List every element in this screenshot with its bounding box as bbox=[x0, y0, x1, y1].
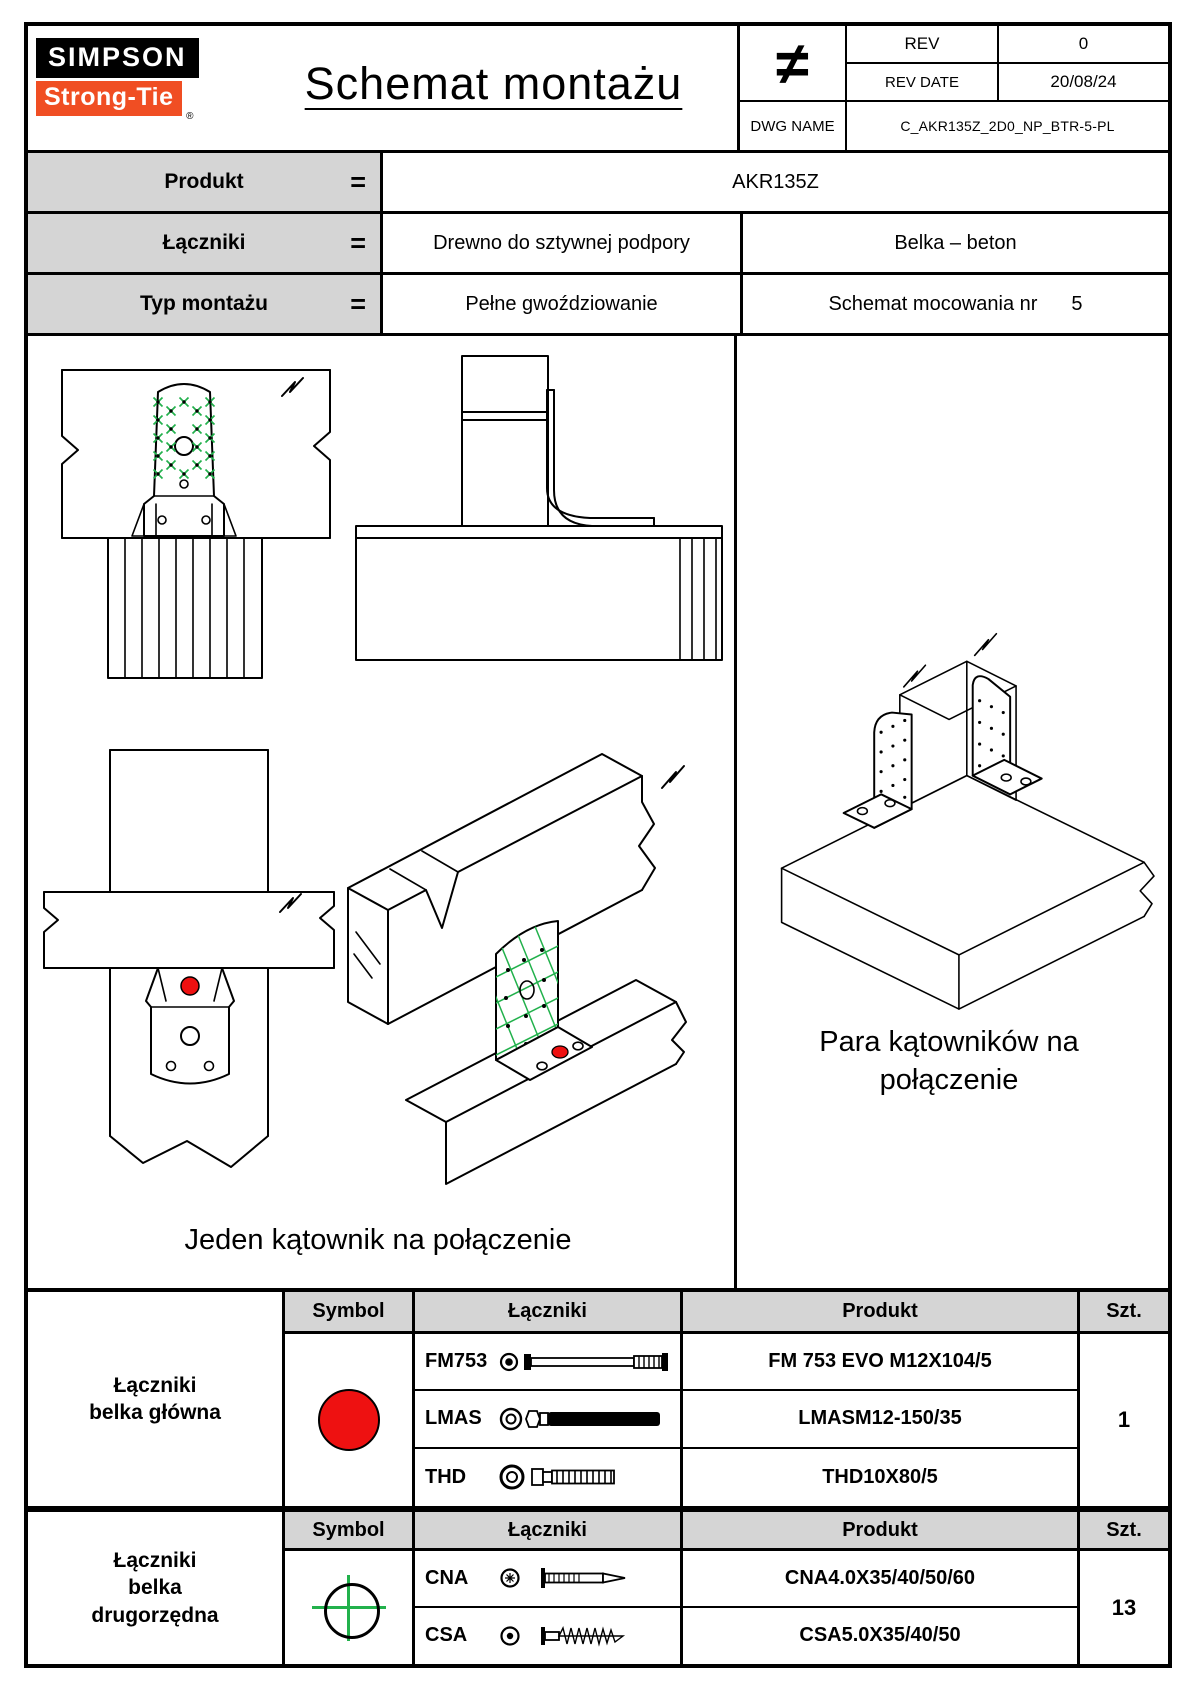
symbol-header: Symbol bbox=[285, 1512, 415, 1551]
fastener-code: CNA bbox=[425, 1566, 469, 1589]
product-header: Produkt bbox=[683, 1512, 1080, 1551]
fasteners-value-left: Drewno do sztywnej podpory bbox=[433, 231, 690, 254]
title-block: SIMPSON Strong-Tie ® Schemat montażu ≠ R… bbox=[28, 26, 1168, 153]
product-value-cell: AKR135Z bbox=[383, 153, 1168, 211]
scheme-number-cell: Schemat mocowania nr 5 bbox=[743, 275, 1168, 333]
fastener-code: FM753 bbox=[425, 1350, 488, 1373]
title-area: Schemat montażu bbox=[250, 26, 737, 150]
wood-screw-icon bbox=[500, 1625, 626, 1647]
fasteners-row: Łączniki = Drewno do sztywnej podpory Be… bbox=[28, 214, 1168, 275]
main-symbol-cell bbox=[285, 1334, 415, 1506]
fasteners-header: Łączniki bbox=[415, 1512, 683, 1551]
brand-logo: SIMPSON Strong-Tie ® bbox=[28, 26, 250, 150]
product-value: CSA5.0X35/40/50 bbox=[683, 1607, 1080, 1664]
rev-date-value: 20/08/24 bbox=[999, 64, 1168, 102]
not-equal-icon: ≠ bbox=[740, 26, 847, 102]
mount-type-value: Pełne gwoździowanie bbox=[465, 292, 658, 315]
equals-sign: = bbox=[350, 227, 366, 258]
fastener-code: THD bbox=[425, 1465, 467, 1488]
rev-label: REV bbox=[847, 26, 999, 64]
main-fasteners-group-label: Łączniki belka główna bbox=[28, 1292, 285, 1506]
product-header: Produkt bbox=[683, 1292, 1080, 1334]
main-beam-fasteners-table: Łączniki belka główna Symbol Łączniki Pr… bbox=[28, 1292, 1168, 1509]
rev-value: 0 bbox=[999, 26, 1168, 64]
green-crosshair-marker bbox=[311, 1574, 386, 1641]
secondary-qty-value: 13 bbox=[1111, 1594, 1137, 1620]
fasteners-value-right: Belka – beton bbox=[894, 231, 1017, 254]
fastener-code: CSA bbox=[425, 1624, 468, 1647]
concrete-screw-icon bbox=[499, 1464, 615, 1490]
secondary-symbol-cell bbox=[285, 1551, 415, 1664]
qty-header: Szt. bbox=[1080, 1292, 1168, 1334]
revision-table: ≠ REV 0 REV DATE 20/08/24 DWG NAME C_AKR… bbox=[737, 26, 1168, 150]
product-label: Produkt bbox=[164, 170, 244, 193]
mount-type-row: Typ montażu = Pełne gwoździowanie Schema… bbox=[28, 275, 1168, 336]
fasteners-value-left-cell: Drewno do sztywnej podpory bbox=[383, 214, 743, 272]
sleeve-anchor-icon bbox=[499, 1407, 660, 1431]
product-value: LMASM12-150/35 bbox=[683, 1391, 1080, 1449]
product-value: THD10X80/5 bbox=[683, 1448, 1080, 1506]
single-bracket-caption: Jeden kątownik na połączenie bbox=[184, 1224, 572, 1256]
drawing-area: Jeden kątownik na połączenie Para kątown… bbox=[28, 336, 1168, 1292]
anchor-bolt-icon bbox=[499, 1352, 668, 1371]
secondary-fasteners-group-label: Łączniki belka drugorzędna bbox=[28, 1512, 285, 1664]
fasteners-value-right-cell: Belka – beton bbox=[743, 214, 1168, 272]
sheet-frame: SIMPSON Strong-Tie ® Schemat montażu ≠ R… bbox=[24, 22, 1172, 1668]
product-value: AKR135Z bbox=[732, 170, 819, 193]
front-view-drawing bbox=[61, 369, 331, 679]
fasteners-label-cell: Łączniki = bbox=[28, 214, 383, 272]
pair-bracket-caption: Para kątowników na połączenie bbox=[819, 1026, 1079, 1096]
red-circle-marker bbox=[317, 1388, 380, 1451]
fastener-row-csa: CSA bbox=[415, 1607, 683, 1664]
bottom-view-drawing bbox=[43, 749, 335, 1168]
fastener-row-fm753: FM753 bbox=[415, 1334, 683, 1392]
fastener-row-lmas: LMAS bbox=[415, 1391, 683, 1449]
mount-type-label-cell: Typ montażu = bbox=[28, 275, 383, 333]
panel-divider bbox=[734, 336, 737, 1288]
fasteners-label: Łączniki bbox=[162, 231, 246, 254]
equals-sign: = bbox=[350, 288, 366, 319]
product-value: FM 753 EVO M12X104/5 bbox=[683, 1334, 1080, 1392]
ring-nail-icon bbox=[500, 1568, 626, 1589]
product-value: CNA4.0X35/40/50/60 bbox=[683, 1551, 1080, 1608]
scheme-number-value: 5 bbox=[1071, 292, 1083, 315]
isometric-pair-drawing bbox=[780, 632, 1155, 1010]
simpson-logo-text: SIMPSON bbox=[36, 38, 199, 78]
dwg-name-label: DWG NAME bbox=[740, 102, 847, 150]
side-view-drawing bbox=[355, 355, 723, 661]
mount-type-value-cell: Pełne gwoździowanie bbox=[383, 275, 743, 333]
fastener-code: LMAS bbox=[425, 1407, 482, 1430]
page-title: Schemat montażu bbox=[304, 58, 683, 109]
strongtie-logo-text: Strong-Tie bbox=[36, 81, 182, 116]
isometric-single-drawing bbox=[347, 753, 687, 1185]
equals-sign: = bbox=[350, 166, 366, 197]
symbol-header: Symbol bbox=[285, 1292, 415, 1334]
mount-type-label: Typ montażu bbox=[140, 292, 268, 315]
rev-date-label: REV DATE bbox=[847, 64, 999, 102]
scheme-number-label: Schemat mocowania nr bbox=[828, 292, 1038, 315]
fasteners-header: Łączniki bbox=[415, 1292, 683, 1334]
product-row: Produkt = AKR135Z bbox=[28, 153, 1168, 214]
product-label-cell: Produkt = bbox=[28, 153, 383, 211]
crosshair-circle bbox=[323, 1582, 380, 1639]
dwg-name-value: C_AKR135Z_2D0_NP_BTR-5-PL bbox=[900, 118, 1115, 134]
qty-header: Szt. bbox=[1080, 1512, 1168, 1551]
secondary-beam-fasteners-table: Łączniki belka drugorzędna Symbol Łączni… bbox=[28, 1509, 1168, 1664]
registered-mark: ® bbox=[186, 111, 194, 122]
strongtie-logo: Strong-Tie ® bbox=[36, 78, 194, 122]
fastener-row-cna: CNA bbox=[415, 1551, 683, 1608]
main-qty-value: 1 bbox=[1117, 1406, 1131, 1432]
fastener-row-thd: THD bbox=[415, 1448, 683, 1506]
